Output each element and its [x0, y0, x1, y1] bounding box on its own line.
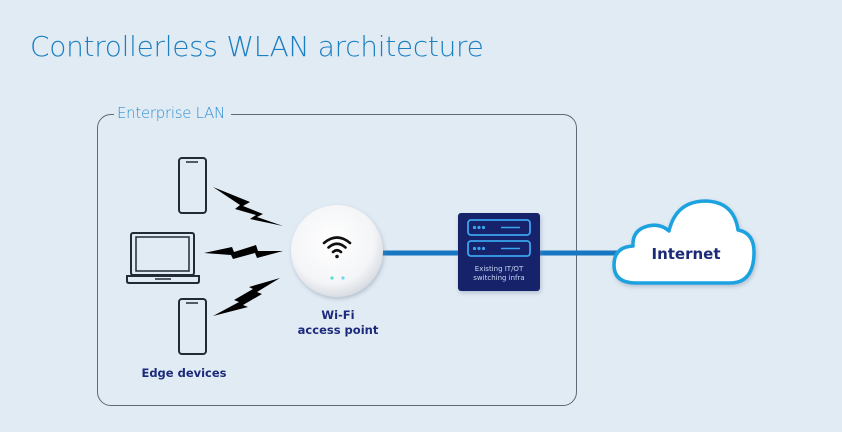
access-point-label-line2: access point	[297, 323, 379, 337]
smartphone-icon	[178, 298, 207, 355]
switch-label-line2: switching infra	[473, 274, 525, 282]
switching-infra	[458, 213, 540, 291]
enterprise-lan-label: Enterprise LAN	[114, 104, 231, 122]
access-point-label-line1: Wi-Fi	[321, 308, 355, 322]
lightning-bolt-icon	[213, 278, 280, 316]
server-rack-icon	[467, 219, 531, 257]
access-point-label: Wi-Fi access point	[288, 308, 388, 338]
cloud-icon	[612, 199, 756, 285]
switch-label: Existing IT/OT switching infra	[458, 265, 540, 283]
enterprise-lan-boundary	[97, 114, 577, 406]
smartphone-icon	[178, 157, 207, 214]
switch-label-line1: Existing IT/OT	[474, 265, 524, 273]
page-title: Controllerless WLAN architecture	[30, 30, 484, 63]
lightning-bolt-icon	[204, 245, 283, 259]
wifi-icon	[322, 236, 352, 259]
laptop-icon	[126, 232, 200, 284]
internet-label: Internet	[651, 245, 721, 263]
edge-devices-label: Edge devices	[141, 366, 227, 380]
ap-status-leds	[330, 276, 345, 280]
lightning-bolt-icon	[213, 187, 283, 226]
